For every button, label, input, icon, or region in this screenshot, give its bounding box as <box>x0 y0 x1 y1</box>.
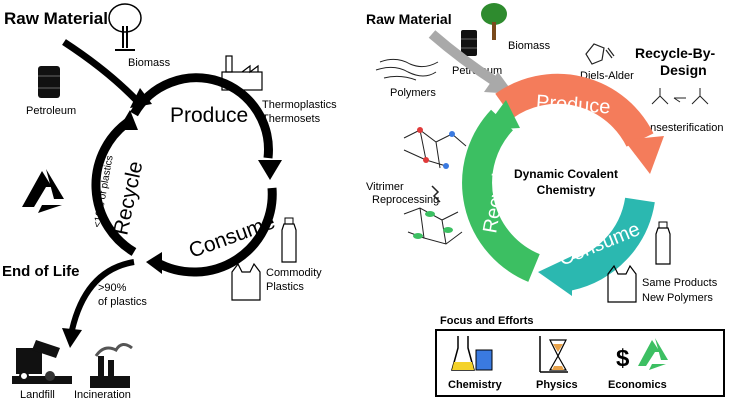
physics-label: Physics <box>536 379 578 391</box>
left-produce-label: Produce <box>170 104 248 127</box>
thermoplastics-label: Thermoplastics <box>262 99 337 111</box>
end-of-life-arrow <box>69 259 135 331</box>
polymer-chain-icon <box>375 58 439 81</box>
left-biomass-label: Biomass <box>128 57 171 69</box>
squiggle-arrow <box>431 185 441 203</box>
recycle-arc <box>91 118 137 256</box>
right-panel: Raw Material Biomass Petroleum Polymers <box>366 3 725 397</box>
polymers-label: Polymers <box>390 87 436 99</box>
reprocessing-label: Reprocessing <box>372 194 439 206</box>
molecule-icon <box>651 88 709 105</box>
factory-icon <box>221 55 263 91</box>
center-label-line1: Dynamic Covalent <box>514 167 618 181</box>
bottle-icon <box>281 217 297 263</box>
same-products-label: Same Products <box>642 277 718 289</box>
recycle-icon <box>22 169 64 213</box>
eol-plastics-label: of plastics <box>98 296 147 308</box>
commodity-label: Commodity <box>266 267 322 279</box>
vitrimer-label: Vitrimer <box>366 181 404 193</box>
produce-arc <box>130 73 273 159</box>
recycle-arc <box>462 109 541 282</box>
oil-barrel-icon <box>461 30 477 56</box>
smokestack-icon <box>90 343 133 388</box>
raw-material-arrow <box>62 39 143 107</box>
bottle-icon <box>655 221 671 265</box>
consume-arc <box>564 197 655 291</box>
left-recycle-label: Recycle <box>109 159 147 237</box>
produce-arrowhead <box>258 160 282 180</box>
focus-title: Focus and Efforts <box>440 315 534 327</box>
left-consume-label: Consume <box>186 210 278 262</box>
eol-percent-label: >90% <box>98 282 127 294</box>
end-of-life-label: End of Life <box>2 263 80 280</box>
network-icon <box>403 127 467 169</box>
produce-arc <box>495 73 654 148</box>
chemistry-label: Chemistry <box>448 379 503 391</box>
consume-arrowhead <box>538 256 572 296</box>
hourglass-icon <box>539 336 568 373</box>
produce-arrowhead <box>624 136 664 174</box>
center-label-line2: Chemistry <box>537 183 596 197</box>
bag-icon <box>231 262 261 301</box>
diels-alder-label: Diels-Alder <box>580 70 634 82</box>
recycle-arrowhead <box>484 100 520 130</box>
recycle-icon <box>638 338 668 370</box>
tree-icon <box>481 3 507 40</box>
oil-barrel-icon <box>38 66 60 98</box>
right-raw-material-arrow <box>428 30 499 87</box>
bag-icon <box>607 264 637 303</box>
incineration-label: Incineration <box>74 389 131 401</box>
left-petroleum-label: Petroleum <box>26 105 76 117</box>
left-panel: Raw Material Biomass Petroleum Produce C… <box>2 3 337 401</box>
thermosets-label: Thermosets <box>262 113 321 125</box>
dollar-icon: $ <box>616 345 630 372</box>
end-of-life-arrowhead <box>62 328 82 348</box>
left-raw-material-label: Raw Material <box>4 9 108 28</box>
right-raw-material-label: Raw Material <box>366 11 452 27</box>
recycle-by-design-line1: Recycle-By- <box>635 45 715 61</box>
recycle-arrowhead <box>118 110 138 130</box>
consume-arc <box>153 187 277 277</box>
right-biomass-label: Biomass <box>508 40 551 52</box>
right-produce-label: Produce <box>535 91 611 118</box>
plastics-label: Plastics <box>266 281 304 293</box>
landfill-label: Landfill <box>20 389 55 401</box>
new-polymers-label: New Polymers <box>642 292 713 304</box>
flask-icon <box>451 336 493 371</box>
economics-label: Economics <box>608 379 667 391</box>
tree-icon <box>108 3 142 51</box>
molecule-icon <box>585 43 615 65</box>
network-icon <box>403 207 463 245</box>
transesterification-label: Transesterification <box>634 122 723 134</box>
recycle-by-design-line2: Design <box>660 62 707 78</box>
truck-icon <box>12 340 72 384</box>
consume-arrowhead <box>146 252 162 274</box>
